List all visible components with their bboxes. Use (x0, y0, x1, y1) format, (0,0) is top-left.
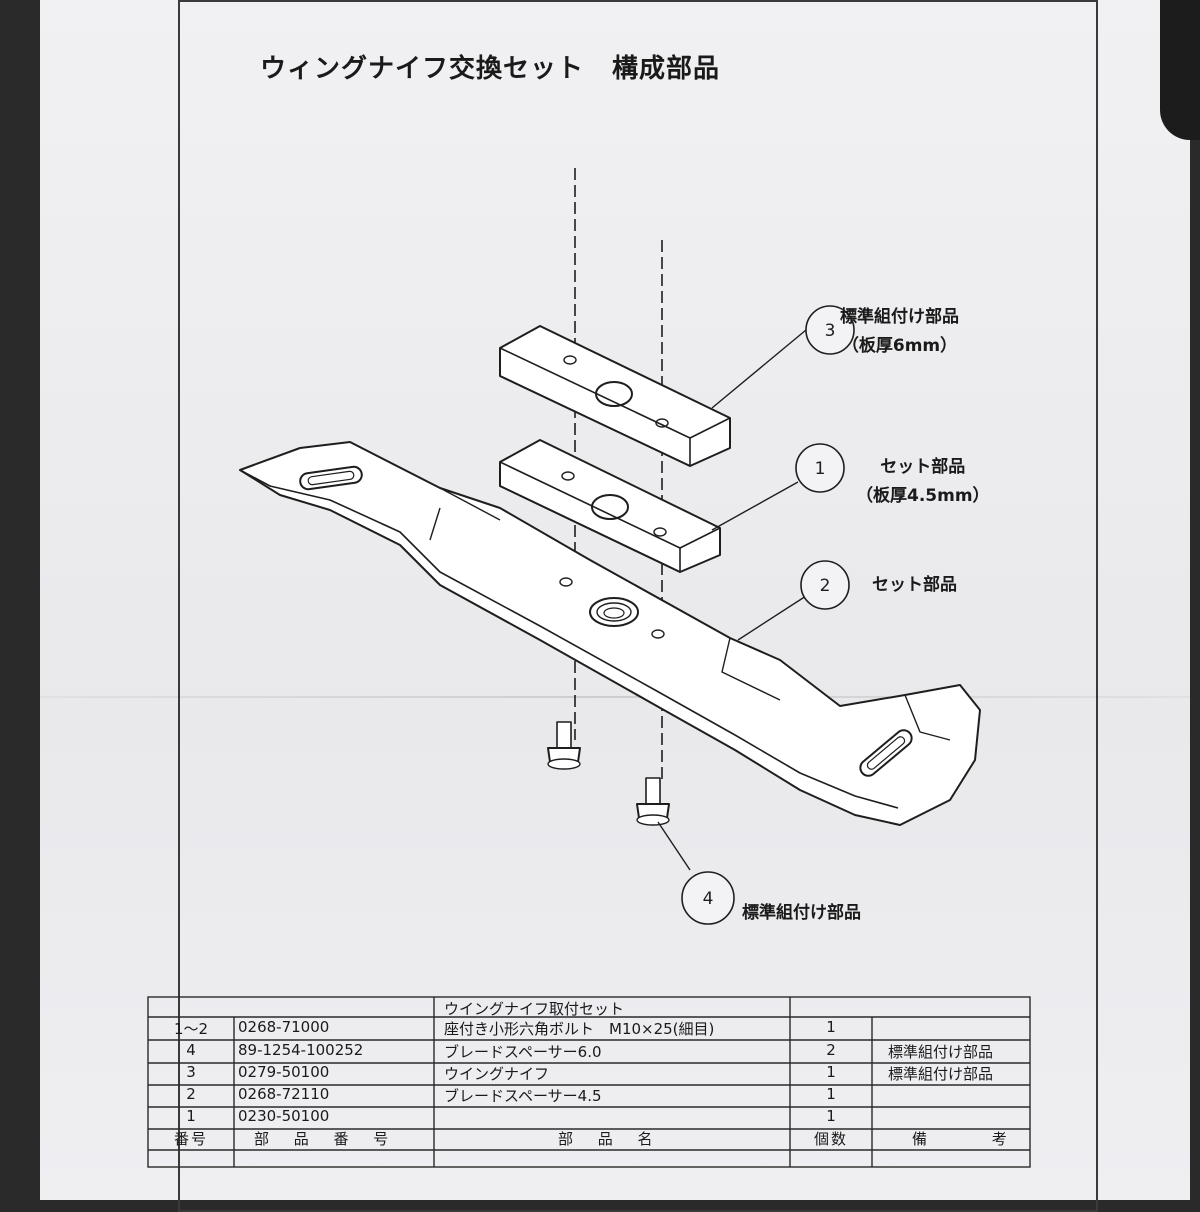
callout-circle-2 (800, 560, 850, 610)
row-5-part-number: 0230-50100 (238, 1107, 330, 1125)
row-1-qty: 1 (826, 1018, 836, 1036)
page-title: ウィングナイフ交換セット構成部品 (260, 48, 720, 85)
header-note: 備 考 (912, 1130, 1037, 1148)
row-3-qty: 1 (826, 1063, 836, 1081)
table-row: 1〜2 0268-71000 座付き小形六角ボルト M10×25(細目) 1 (148, 1018, 1030, 1038)
parts-table: ウイングナイフ取付セット 1〜2 0268-71000 座付き小形六角ボルト M… (148, 997, 1030, 1167)
callout-number-4: 4 (703, 889, 714, 909)
table-row: 1 0230-50100 1 (148, 1107, 1030, 1127)
spacer-plate-4-5mm (499, 439, 721, 573)
spacer-plate-6mm (499, 325, 731, 467)
leader-1 (711, 481, 799, 531)
row-4-part-name: ブレードスペーサー4.5 (444, 1087, 602, 1105)
header-part-name: 部 品 名 (558, 1130, 663, 1148)
leader-4 (657, 821, 691, 871)
paper-fold (40, 696, 1190, 698)
callout-1-label: セット部品 （板厚4.5mm） (856, 452, 990, 506)
title-part2: 構成部品 (612, 54, 721, 84)
table-row: 2 0268-72110 ブレードスペーサー4.5 1 (148, 1085, 1030, 1105)
row-3-part-number: 0279-50100 (238, 1063, 330, 1081)
callout-circle-3 (805, 305, 855, 355)
row-1-no: 1〜2 (173, 1020, 209, 1038)
hex-bolt-right (636, 777, 670, 826)
row-3-note: 標準組付け部品 (888, 1065, 994, 1083)
row-5-no: 1 (186, 1107, 196, 1125)
parts-table-grid (147, 996, 1031, 1168)
leader-3 (711, 329, 807, 409)
callout-2-label: セット部品 (872, 575, 957, 595)
title-part1: ウィングナイフ交換セット (260, 54, 585, 84)
table-row: ウイングナイフ取付セット (148, 998, 1030, 1018)
leader-2 (737, 595, 807, 641)
row-2-qty: 2 (826, 1041, 836, 1059)
table-header-row: 番号 部 品 番 号 部 品 名 個数 備 考 (148, 1128, 1030, 1148)
callout-4-label: 標準組付け部品 (742, 903, 861, 923)
row-2-no: 4 (186, 1041, 196, 1059)
callout-3-line1: 標準組付け部品 (840, 307, 959, 327)
row-3-no: 3 (186, 1063, 196, 1081)
row-4-part-number: 0268-72110 (238, 1085, 330, 1103)
row-2-part-number: 89-1254-100252 (238, 1041, 364, 1059)
row-4-no: 2 (186, 1085, 196, 1103)
hex-bolt-left (547, 721, 581, 770)
row-4-qty: 1 (826, 1085, 836, 1103)
table-row: 3 0279-50100 ウイングナイフ 1 標準組付け部品 (148, 1063, 1030, 1083)
callout-number-1: 1 (815, 459, 826, 479)
row-1-part-number: 0268-71000 (238, 1018, 330, 1036)
header-qty: 個数 (813, 1130, 848, 1148)
callout-number-2: 2 (820, 576, 831, 596)
header-part-number: 部 品 番 号 (254, 1130, 399, 1148)
callout-1-line1: セット部品 (880, 457, 966, 477)
row-1-part-name: 座付き小形六角ボルト M10×25(細目) (444, 1020, 715, 1038)
row-2-part-name: ブレードスペーサー6.0 (444, 1043, 602, 1061)
background-corner (1160, 0, 1200, 140)
callout-3-line2: （板厚6mm） (841, 336, 958, 356)
header-no: 番号 (173, 1130, 208, 1148)
row-5-qty: 1 (826, 1107, 836, 1125)
row-0-part-name: ウイングナイフ取付セット (444, 1000, 625, 1018)
table-row: 4 89-1254-100252 ブレードスペーサー6.0 2 標準組付け部品 (148, 1041, 1030, 1061)
callout-circle-4 (681, 871, 735, 925)
callout-number-3: 3 (825, 321, 836, 341)
row-2-note: 標準組付け部品 (888, 1043, 994, 1061)
callout-circle-1 (795, 443, 845, 493)
wing-knife-blade (239, 441, 981, 826)
row-3-part-name: ウイングナイフ (444, 1065, 550, 1083)
callout-1-line2: （板厚4.5mm） (856, 486, 990, 506)
callout-3-label: 標準組付け部品 （板厚6mm） (840, 302, 959, 356)
